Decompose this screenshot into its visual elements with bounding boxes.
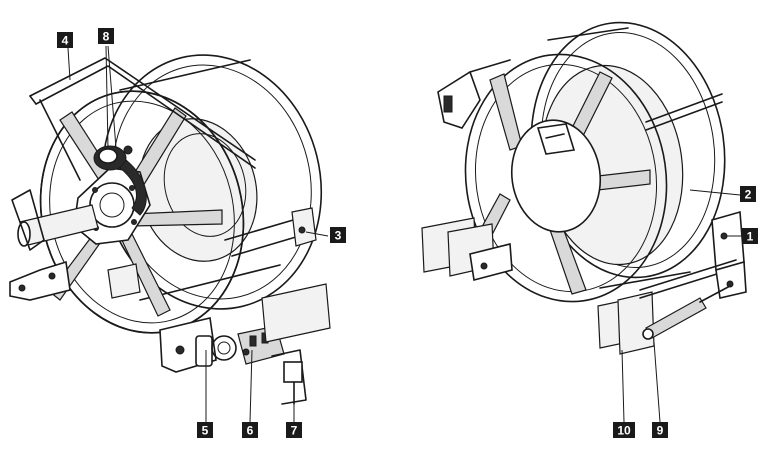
left-frame-base bbox=[9, 189, 71, 301]
callout-1: 1 bbox=[742, 228, 758, 244]
callout-2: 2 bbox=[740, 186, 756, 202]
right-frame-arm bbox=[639, 210, 747, 299]
callout-10: 10 bbox=[613, 422, 635, 438]
callout-7-label: 7 bbox=[291, 424, 298, 438]
callout-9: 9 bbox=[652, 422, 668, 438]
callout-8: 8 bbox=[98, 28, 114, 44]
left-reel-view bbox=[9, 54, 331, 405]
callout-10-label: 10 bbox=[617, 424, 631, 438]
top-guide-handle bbox=[29, 57, 256, 181]
rear-frame bbox=[437, 59, 511, 129]
right-reel-view bbox=[421, 21, 747, 355]
callout-8-label: 8 bbox=[103, 30, 110, 44]
swivel-drive-assembly bbox=[93, 145, 147, 216]
leader-lines bbox=[67, 45, 742, 423]
callout-6-label: 6 bbox=[247, 424, 254, 438]
callout-1-label: 1 bbox=[747, 230, 754, 244]
side-handle bbox=[224, 207, 317, 257]
hose-clamp bbox=[195, 335, 237, 367]
callout-6: 6 bbox=[242, 422, 258, 438]
callout-5-label: 5 bbox=[202, 424, 209, 438]
right-reel-hub bbox=[510, 119, 602, 233]
callout-3: 3 bbox=[330, 227, 346, 243]
callout-4-label: 4 bbox=[62, 34, 69, 48]
callout-3-label: 3 bbox=[335, 229, 342, 243]
callout-9-label: 9 bbox=[657, 424, 664, 438]
callout-5: 5 bbox=[197, 422, 213, 438]
gas-strut bbox=[642, 285, 731, 340]
callout-7: 7 bbox=[286, 422, 302, 438]
callout-2-label: 2 bbox=[745, 188, 752, 202]
mounting-bracket bbox=[271, 349, 307, 405]
callout-4: 4 bbox=[57, 32, 73, 48]
right-reel-front-flange bbox=[464, 53, 668, 303]
